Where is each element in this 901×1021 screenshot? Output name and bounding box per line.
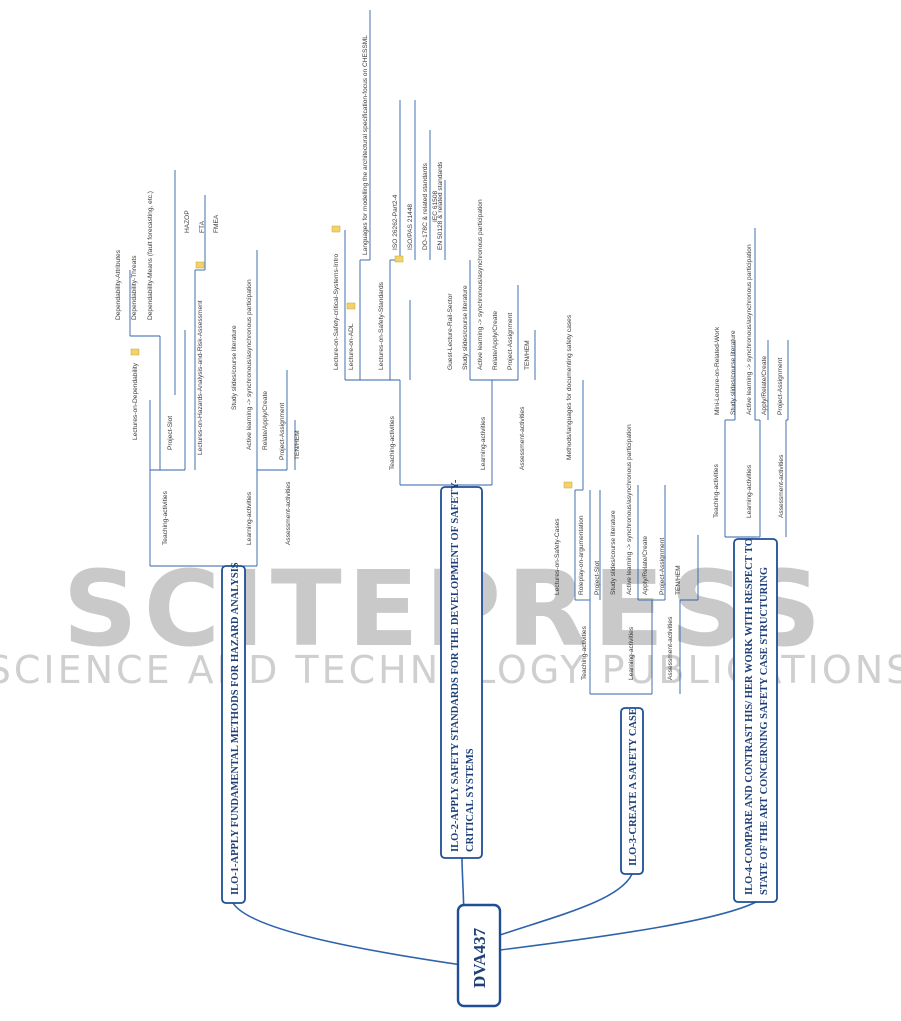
root-label: DVA437	[470, 927, 489, 988]
folder-icon	[195, 261, 205, 269]
ilo3-active-learning: Active learning -> synchronous/asynchron…	[626, 424, 633, 595]
ilo2-lecture-adl: Lecture-on-ADL	[348, 323, 355, 370]
ilo3-project-assignment: Project-Assignment	[659, 538, 666, 595]
root-connectors	[232, 857, 757, 966]
folder-icon	[331, 225, 341, 233]
ilo2-lecture-intro: Lecture-on-Safety-critical-Systems-Intro	[333, 254, 340, 370]
ilo4-learning-activities: Learning-activities	[746, 464, 753, 518]
ilo2-title-line1: ILO-2-APPLY SAFETY STANDARDS FOR THE DEV…	[450, 479, 461, 852]
ilo1-project-slot: Project-Slot	[167, 416, 174, 450]
ilo4-study-slides: Study slides/course literature	[730, 330, 737, 415]
ilo4-title-line1: ILO-4-COMPARE AND CONTRAST HIS/ HER WORK…	[744, 538, 755, 895]
ilo3-lectures-safety-cases: Lectures-on-Safety-Cases	[554, 518, 561, 595]
ilo1-dependability-attributes: Dependability-Attributes	[115, 249, 122, 320]
ilo1-hazop: HAZOP	[184, 210, 191, 233]
ilo3-apply-relate-create: Apply/Relate/Create	[642, 536, 649, 595]
ilo3-branch: Teaching-activities Lectures-on-Safety-C…	[554, 314, 699, 875]
folder-icon	[394, 255, 404, 263]
ilo2-languages-modelling: Languages for modelling the architectura…	[362, 35, 369, 255]
ilo3-assessment-activities: Assessment-activities	[667, 616, 674, 680]
ilo2-active-learning: Active learning -> synchronous/asynchron…	[477, 199, 484, 370]
ilo2-title-line2: CRITICAL SYSTEMS	[465, 748, 476, 852]
ilo2-study-slides: Study slides/course literature	[462, 285, 469, 370]
ilo2-iso26262: ISO 26262-Part2-4	[392, 194, 399, 250]
ilo2-branch: Teaching-activities Lecture-on-Safety-cr…	[331, 10, 536, 859]
ilo4-teaching-activities: Teaching-activities	[713, 463, 720, 518]
ilo4-apply-relate-create: Apply/Relate/Create	[761, 356, 768, 415]
root-node-group: DVA437	[456, 903, 502, 1008]
ilo1-lectures-hazards: Lectures-on-Hazards-Analysis-and-Risk-As…	[197, 300, 204, 455]
ilo3-node[interactable]	[620, 707, 644, 875]
folder-icon	[563, 481, 573, 489]
ilo3-roleplay: Roleplay-on-argumentation	[578, 515, 585, 595]
ilo1-tenhem: TEN/HEM	[294, 430, 301, 460]
ilo4-branch: Teaching-activities Mini-Lecture-on-Rela…	[713, 228, 789, 903]
folder-icon	[130, 348, 140, 356]
ilo3-study-slides: Study slides/course literature	[610, 510, 617, 595]
ilo1-learning-activities: Learning-activities	[246, 491, 253, 545]
ilo2-tenhem: TEN/HEM	[524, 340, 531, 370]
ilo3-learning-activities: Learning-activities	[628, 626, 635, 680]
ilo2-lectures-standards: Lectures-on-Safety-Standards	[378, 281, 385, 370]
ilo1-assessment-activities: Assessment-activities	[285, 481, 292, 545]
ilo1-dependability-threats: Dependability-Threats	[131, 255, 138, 320]
ilo1-dependability-means: Dependability-Means (fault forecasting, …	[147, 191, 154, 320]
ilo1-lectures-dependability: Lectures-on-Dependability	[132, 362, 139, 440]
ilo4-project-assignment: Project-Assignment	[777, 358, 784, 415]
ilo1-title: ILO-1-APPLY FUNDAMENTAL METHODS FOR HAZA…	[230, 562, 241, 895]
ilo4-assessment-activities: Assessment-activities	[778, 454, 785, 518]
ilo1-fmea: FMEA	[213, 214, 220, 233]
ilo4-node[interactable]	[733, 538, 778, 903]
ilo4-title-line2: STATE OF THE ART CONCERNING SAFETY CASE …	[759, 567, 770, 895]
root-node[interactable]	[456, 903, 502, 1008]
ilo3-project-slot: Project-Slot	[594, 561, 601, 595]
ilo4-mini-lecture: Mini-Lecture-on-Related-Work	[714, 326, 721, 415]
ilo2-relate-apply-create: Relate/Apply/Create	[492, 311, 499, 370]
ilo2-guest-lecture: Guest-Lecture-Rail-Sector	[447, 293, 454, 370]
ilo2-en50128: EN 50128 & related standards	[437, 161, 444, 250]
folder-icon	[346, 302, 356, 310]
ilo2-assessment-activities: Assessment-activities	[519, 406, 526, 470]
ilo1-relate-apply-create: Relate/Apply/Create	[262, 391, 269, 450]
ilo1-project-assignment: Project-Assignment	[279, 403, 286, 460]
ilo2-node[interactable]	[440, 486, 483, 859]
ilo1-teaching-activities: Teaching-activities	[162, 490, 169, 545]
ilo1-study-slides: Study slides/course literature	[231, 325, 238, 410]
ilo2-project-assignment: Project-Assignment	[507, 313, 514, 370]
ilo3-tenhem: TEN/HEM	[675, 565, 682, 595]
ilo1-branch: Teaching-activities Lectures-on-Dependab…	[115, 170, 301, 904]
ilo2-teaching-activities: Teaching-activities	[389, 415, 396, 470]
ilo3-teaching-activities: Teaching-activities	[581, 625, 588, 680]
ilo4-active-learning: Active learning -> synchronous/asynchron…	[746, 244, 753, 415]
ilo2-iec61508: IEC 61508	[432, 191, 439, 222]
ilo3-methods-languages: Methods/languages for documenting safety…	[566, 314, 573, 460]
ilo2-do178c: DO-178C & related standards	[422, 162, 429, 250]
ilo1-node[interactable]	[221, 565, 246, 904]
ilo2-learning-activities: Learning-activities	[480, 416, 487, 470]
ilo2-iso-pas: ISO/PAS 21448	[407, 204, 414, 250]
ilo1-fta: FTA	[199, 220, 206, 233]
ilo3-title: ILO-3-CREATE A SAFETY CASE	[628, 708, 639, 866]
ilo1-active-learning: Active learning -> synchronous/asynchron…	[246, 279, 253, 450]
